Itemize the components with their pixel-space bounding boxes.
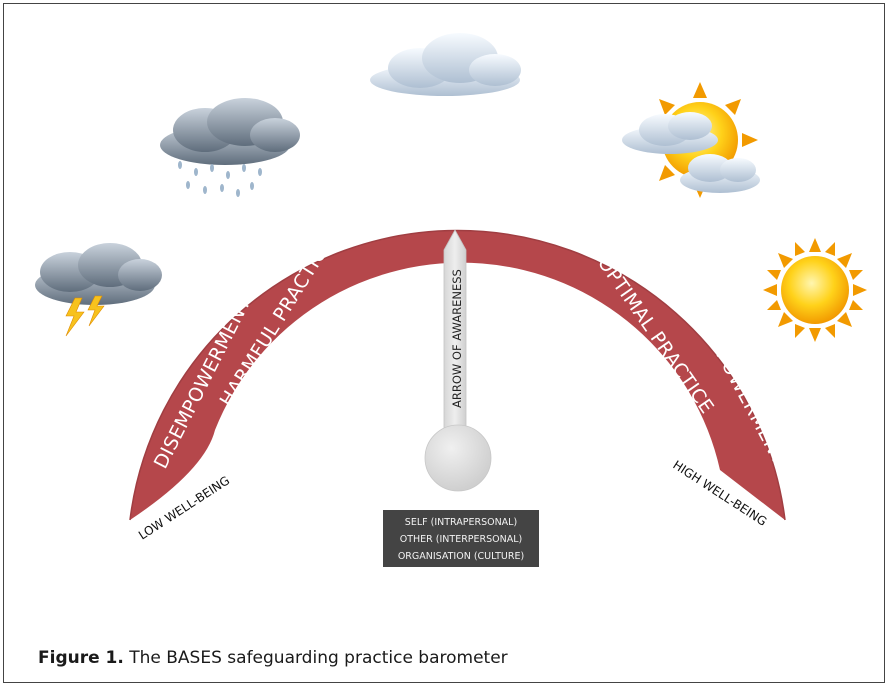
arrow-of-awareness-label: ARROW OF AWARENESS xyxy=(450,269,464,408)
figure-caption: Figure 1. The BASES safeguarding practic… xyxy=(38,648,508,668)
caption-text: The BASES safeguarding practice baromete… xyxy=(123,648,508,668)
arc-label-top-2: PERSONAL/ STATE xyxy=(364,179,547,213)
arrow-of-awareness: ARROW OF AWARENESS xyxy=(424,229,492,492)
thunderstorm-icon xyxy=(35,243,162,337)
sun-icon xyxy=(763,238,867,342)
rain-cloud-icon xyxy=(160,98,300,197)
arc-label-top-1: CLIMATE/ PRACTICE xyxy=(356,143,553,178)
barometer-arc xyxy=(130,230,785,521)
cloud-icon xyxy=(370,33,521,96)
levels-box xyxy=(383,510,539,567)
level-other: OTHER (INTERPERSONAL) xyxy=(400,534,523,545)
caption-label: Figure 1. xyxy=(38,648,124,668)
needle-bulb xyxy=(424,424,492,492)
level-organisation: ORGANISATION (CULTURE) xyxy=(398,551,524,562)
level-self: SELF (INTRAPERSONAL) xyxy=(405,517,517,528)
partly-sunny-icon xyxy=(622,82,760,198)
